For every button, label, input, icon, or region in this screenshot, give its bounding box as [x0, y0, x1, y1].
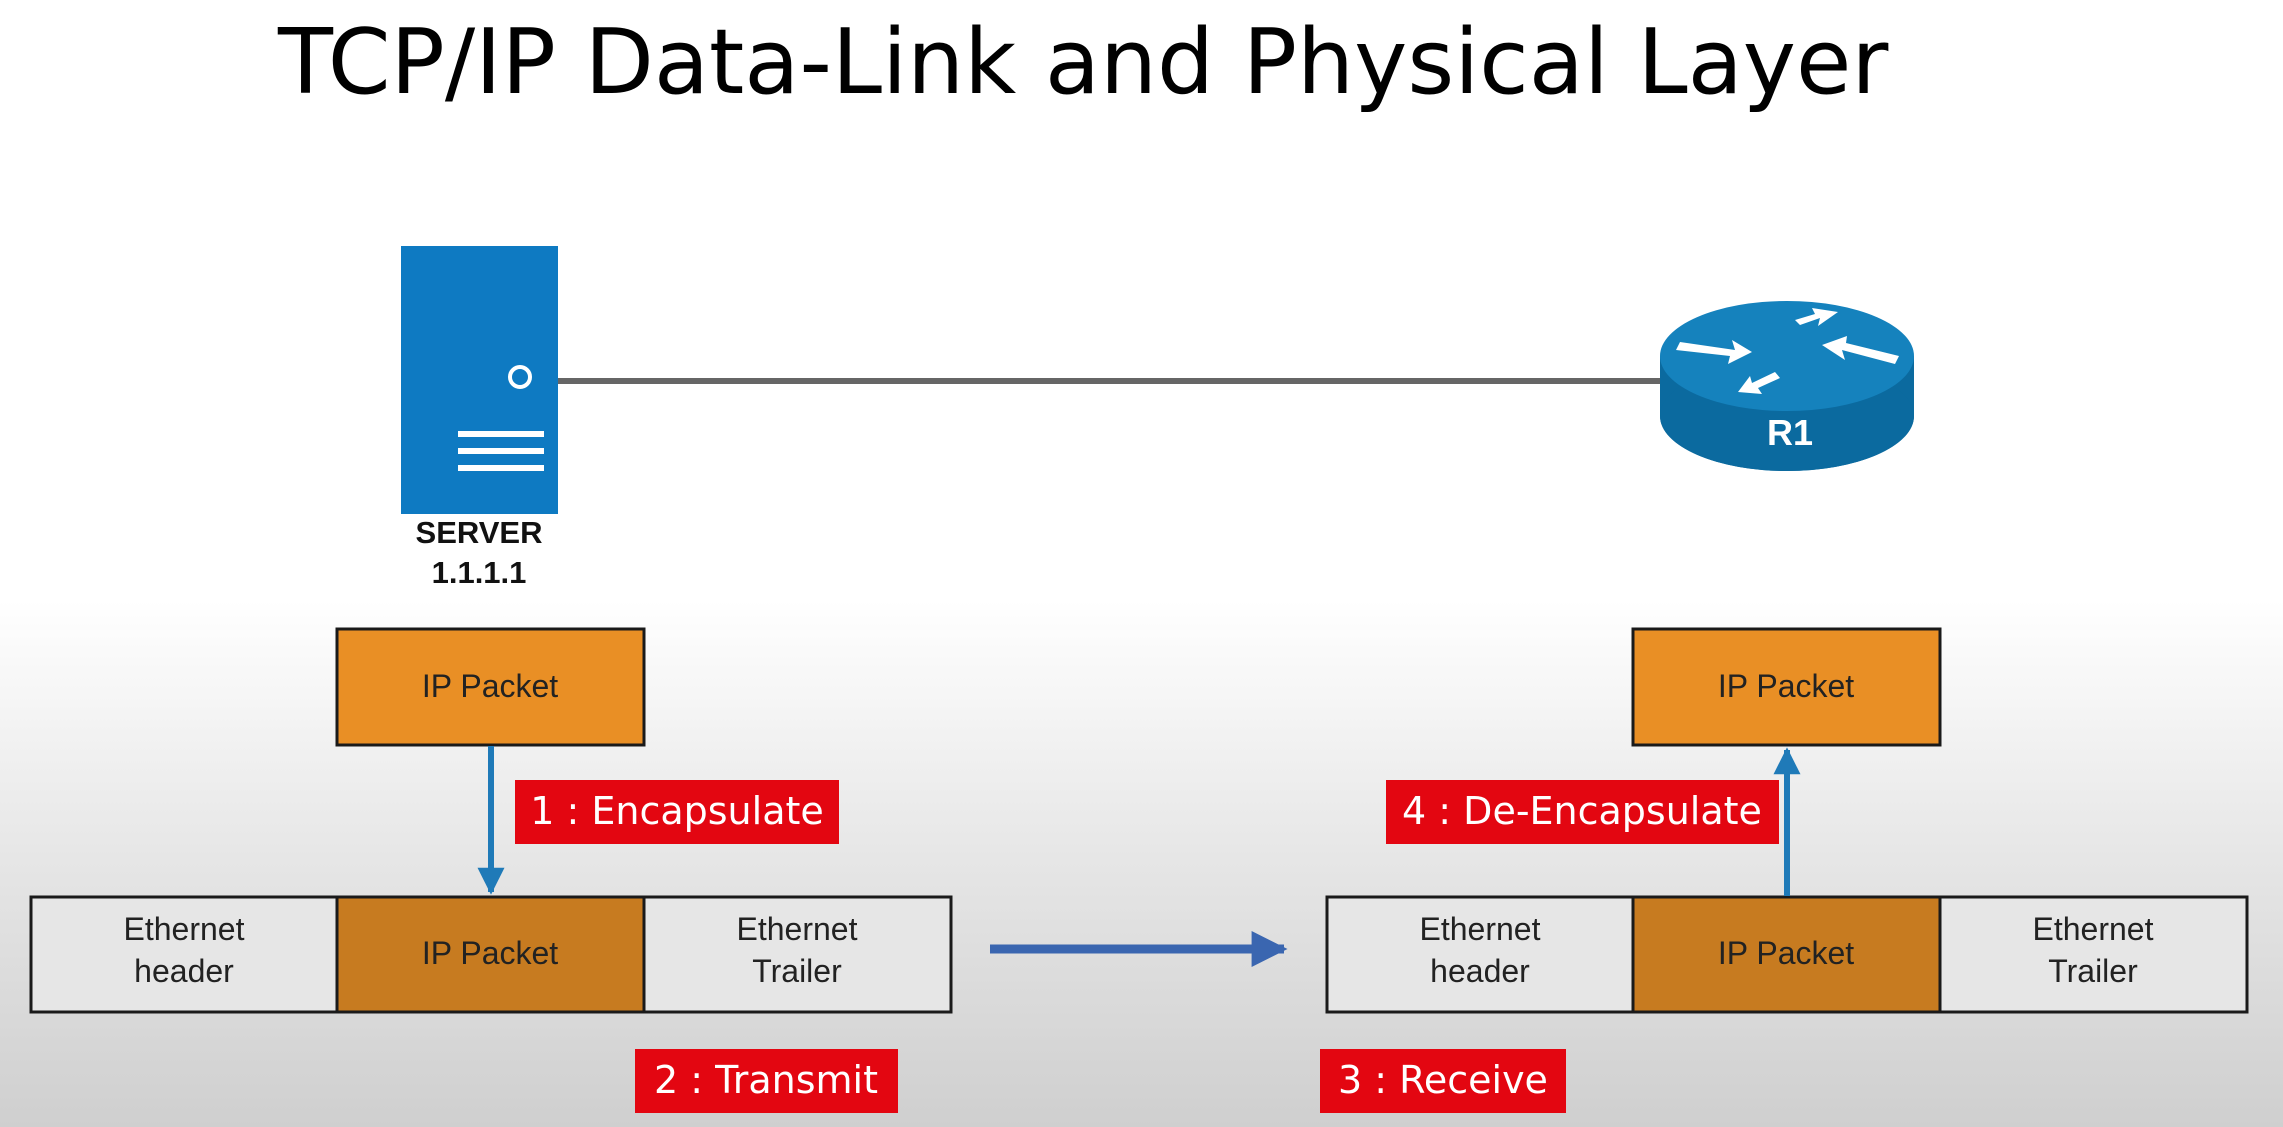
step-1-label: 1 : Encapsulate — [530, 789, 824, 833]
step-3-label: 3 : Receive — [1338, 1058, 1548, 1102]
sender-ip-packet: IP Packet — [335, 627, 646, 747]
receiver-trailer-line2: Trailer — [2048, 953, 2138, 989]
receiver-ethernet-trailer — [1938, 895, 2249, 1014]
receiver-ip-packet-label: IP Packet — [1718, 668, 1854, 704]
sender-trailer-line1: Ethernet — [737, 911, 858, 947]
sender-payload-label: IP Packet — [422, 935, 558, 971]
page-title: TCP/IP Data-Link and Physical Layer — [278, 10, 1889, 115]
router-icon: R1 — [1660, 301, 1914, 471]
step-4-label: 4 : De-Encapsulate — [1402, 789, 1762, 833]
step-2-label: 2 : Transmit — [654, 1058, 878, 1102]
sender-ethernet-header — [29, 895, 339, 1014]
step-2-badge: 2 : Transmit — [635, 1049, 898, 1113]
server-icon — [401, 246, 558, 514]
server-ip: 1.1.1.1 — [432, 555, 527, 590]
step-1-badge: 1 : Encapsulate — [515, 780, 839, 844]
router-name: R1 — [1767, 412, 1813, 453]
sender-ip-packet-label: IP Packet — [422, 668, 558, 704]
server-name: SERVER — [416, 515, 543, 550]
receiver-frame-payload — [1631, 895, 1942, 1014]
sender-ethernet-trailer — [642, 895, 953, 1014]
sender-header-line1: Ethernet — [124, 911, 245, 947]
receiver-payload-label: IP Packet — [1718, 935, 1854, 971]
step-4-badge: 4 : De-Encapsulate — [1386, 780, 1779, 844]
receiver-ethernet-header — [1325, 895, 1635, 1014]
sender-frame-payload — [335, 895, 646, 1014]
sender-ethernet-frame: Ethernet header IP Packet Ethernet Trail… — [29, 895, 953, 1014]
sender-trailer-line2: Trailer — [752, 953, 842, 989]
step-3-badge: 3 : Receive — [1320, 1049, 1566, 1113]
receiver-header-line1: Ethernet — [1420, 911, 1541, 947]
receiver-header-line2: header — [1430, 953, 1530, 989]
receiver-ethernet-frame: Ethernet header IP Packet Ethernet Trail… — [1325, 895, 2249, 1014]
router-arrows-icon — [1676, 308, 1899, 394]
receiver-ip-packet: IP Packet — [1631, 627, 1942, 747]
receiver-trailer-line1: Ethernet — [2033, 911, 2154, 947]
sender-header-line2: header — [134, 953, 234, 989]
